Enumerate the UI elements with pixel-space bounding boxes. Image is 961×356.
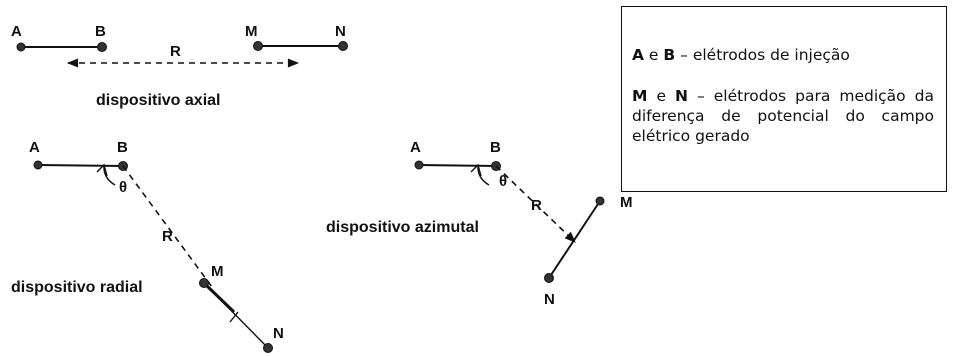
- legend-and-1: e: [644, 46, 664, 64]
- legend-b: B: [663, 46, 676, 64]
- azimutal-label-n: N: [544, 291, 555, 308]
- radial-label-theta: θ: [119, 179, 127, 196]
- legend-injection-electrodes: A e B – elétrodos de injeção: [632, 45, 934, 65]
- legend-and-2: e: [647, 87, 675, 105]
- radial-label-b: B: [117, 139, 128, 156]
- radial-label-m: M: [211, 263, 224, 280]
- radial-caption: dispositivo radial: [11, 279, 143, 296]
- radial-theta-arc: [103, 164, 116, 186]
- radial-theta-arrow: [96, 163, 108, 177]
- radial-label-n: N: [273, 325, 284, 342]
- azimutal-label-a: A: [410, 139, 421, 156]
- axial-label-n: N: [335, 23, 346, 40]
- azimutal-electrode-m: [595, 196, 605, 206]
- azimutal-label-r: R: [531, 197, 542, 214]
- axial-label-r: R: [170, 43, 181, 60]
- radial-electrode-m: [199, 278, 209, 288]
- axial-label-m: M: [245, 23, 258, 40]
- azimutal-theta-arc: [477, 164, 490, 186]
- legend-box: A e B – elétrodos de injeção M e N – elé…: [621, 6, 947, 192]
- legend-measurement-electrodes: M e N – elétrodos para medição da difere…: [632, 86, 934, 146]
- axial-electrode-m: [253, 41, 263, 51]
- radial-arrow-tick: [229, 311, 239, 323]
- azimutal-label-b: B: [490, 139, 501, 156]
- axial-arrangement: A B M N R dispositivo axial: [11, 23, 348, 109]
- azimutal-ab-line: [418, 164, 497, 167]
- legend-n: N: [675, 87, 688, 105]
- radial-mn-line-thick: [204, 283, 236, 314]
- azimutal-mn-line: [548, 200, 601, 279]
- azimutal-theta-arrow: [470, 163, 482, 177]
- radial-electrode-a: [33, 160, 43, 170]
- axial-caption: dispositivo axial: [96, 92, 220, 109]
- legend-measurement-text: – elétrodos para medição da diferença de…: [632, 87, 934, 145]
- radial-electrode-n: [263, 343, 273, 353]
- radial-arrangement: A B θ R M N dispositivo radial: [11, 139, 284, 353]
- axial-electrode-a: [16, 42, 26, 52]
- radial-label-a: A: [29, 139, 40, 156]
- legend-injection-text: – elétrodos de injeção: [675, 46, 850, 64]
- radial-label-r: R: [162, 228, 173, 245]
- axial-electrode-b: [97, 42, 107, 52]
- axial-electrode-n: [338, 41, 348, 51]
- azimutal-label-m: M: [620, 194, 633, 211]
- axial-label-a: A: [11, 23, 22, 40]
- azimutal-arrangement: A B θ R M N dispositivo azimutal: [326, 139, 633, 308]
- legend-m: M: [632, 87, 648, 105]
- azimutal-caption: dispositivo azimutal: [326, 219, 479, 236]
- azimutal-electrode-a: [414, 160, 424, 170]
- legend-a: A: [632, 46, 644, 64]
- azimutal-label-theta: θ: [499, 173, 507, 190]
- azimutal-distance-line: [495, 165, 576, 243]
- radial-ab-line: [37, 164, 124, 167]
- azimutal-electrode-n: [544, 273, 554, 283]
- radial-distance-line: [122, 165, 213, 288]
- axial-label-b: B: [95, 23, 106, 40]
